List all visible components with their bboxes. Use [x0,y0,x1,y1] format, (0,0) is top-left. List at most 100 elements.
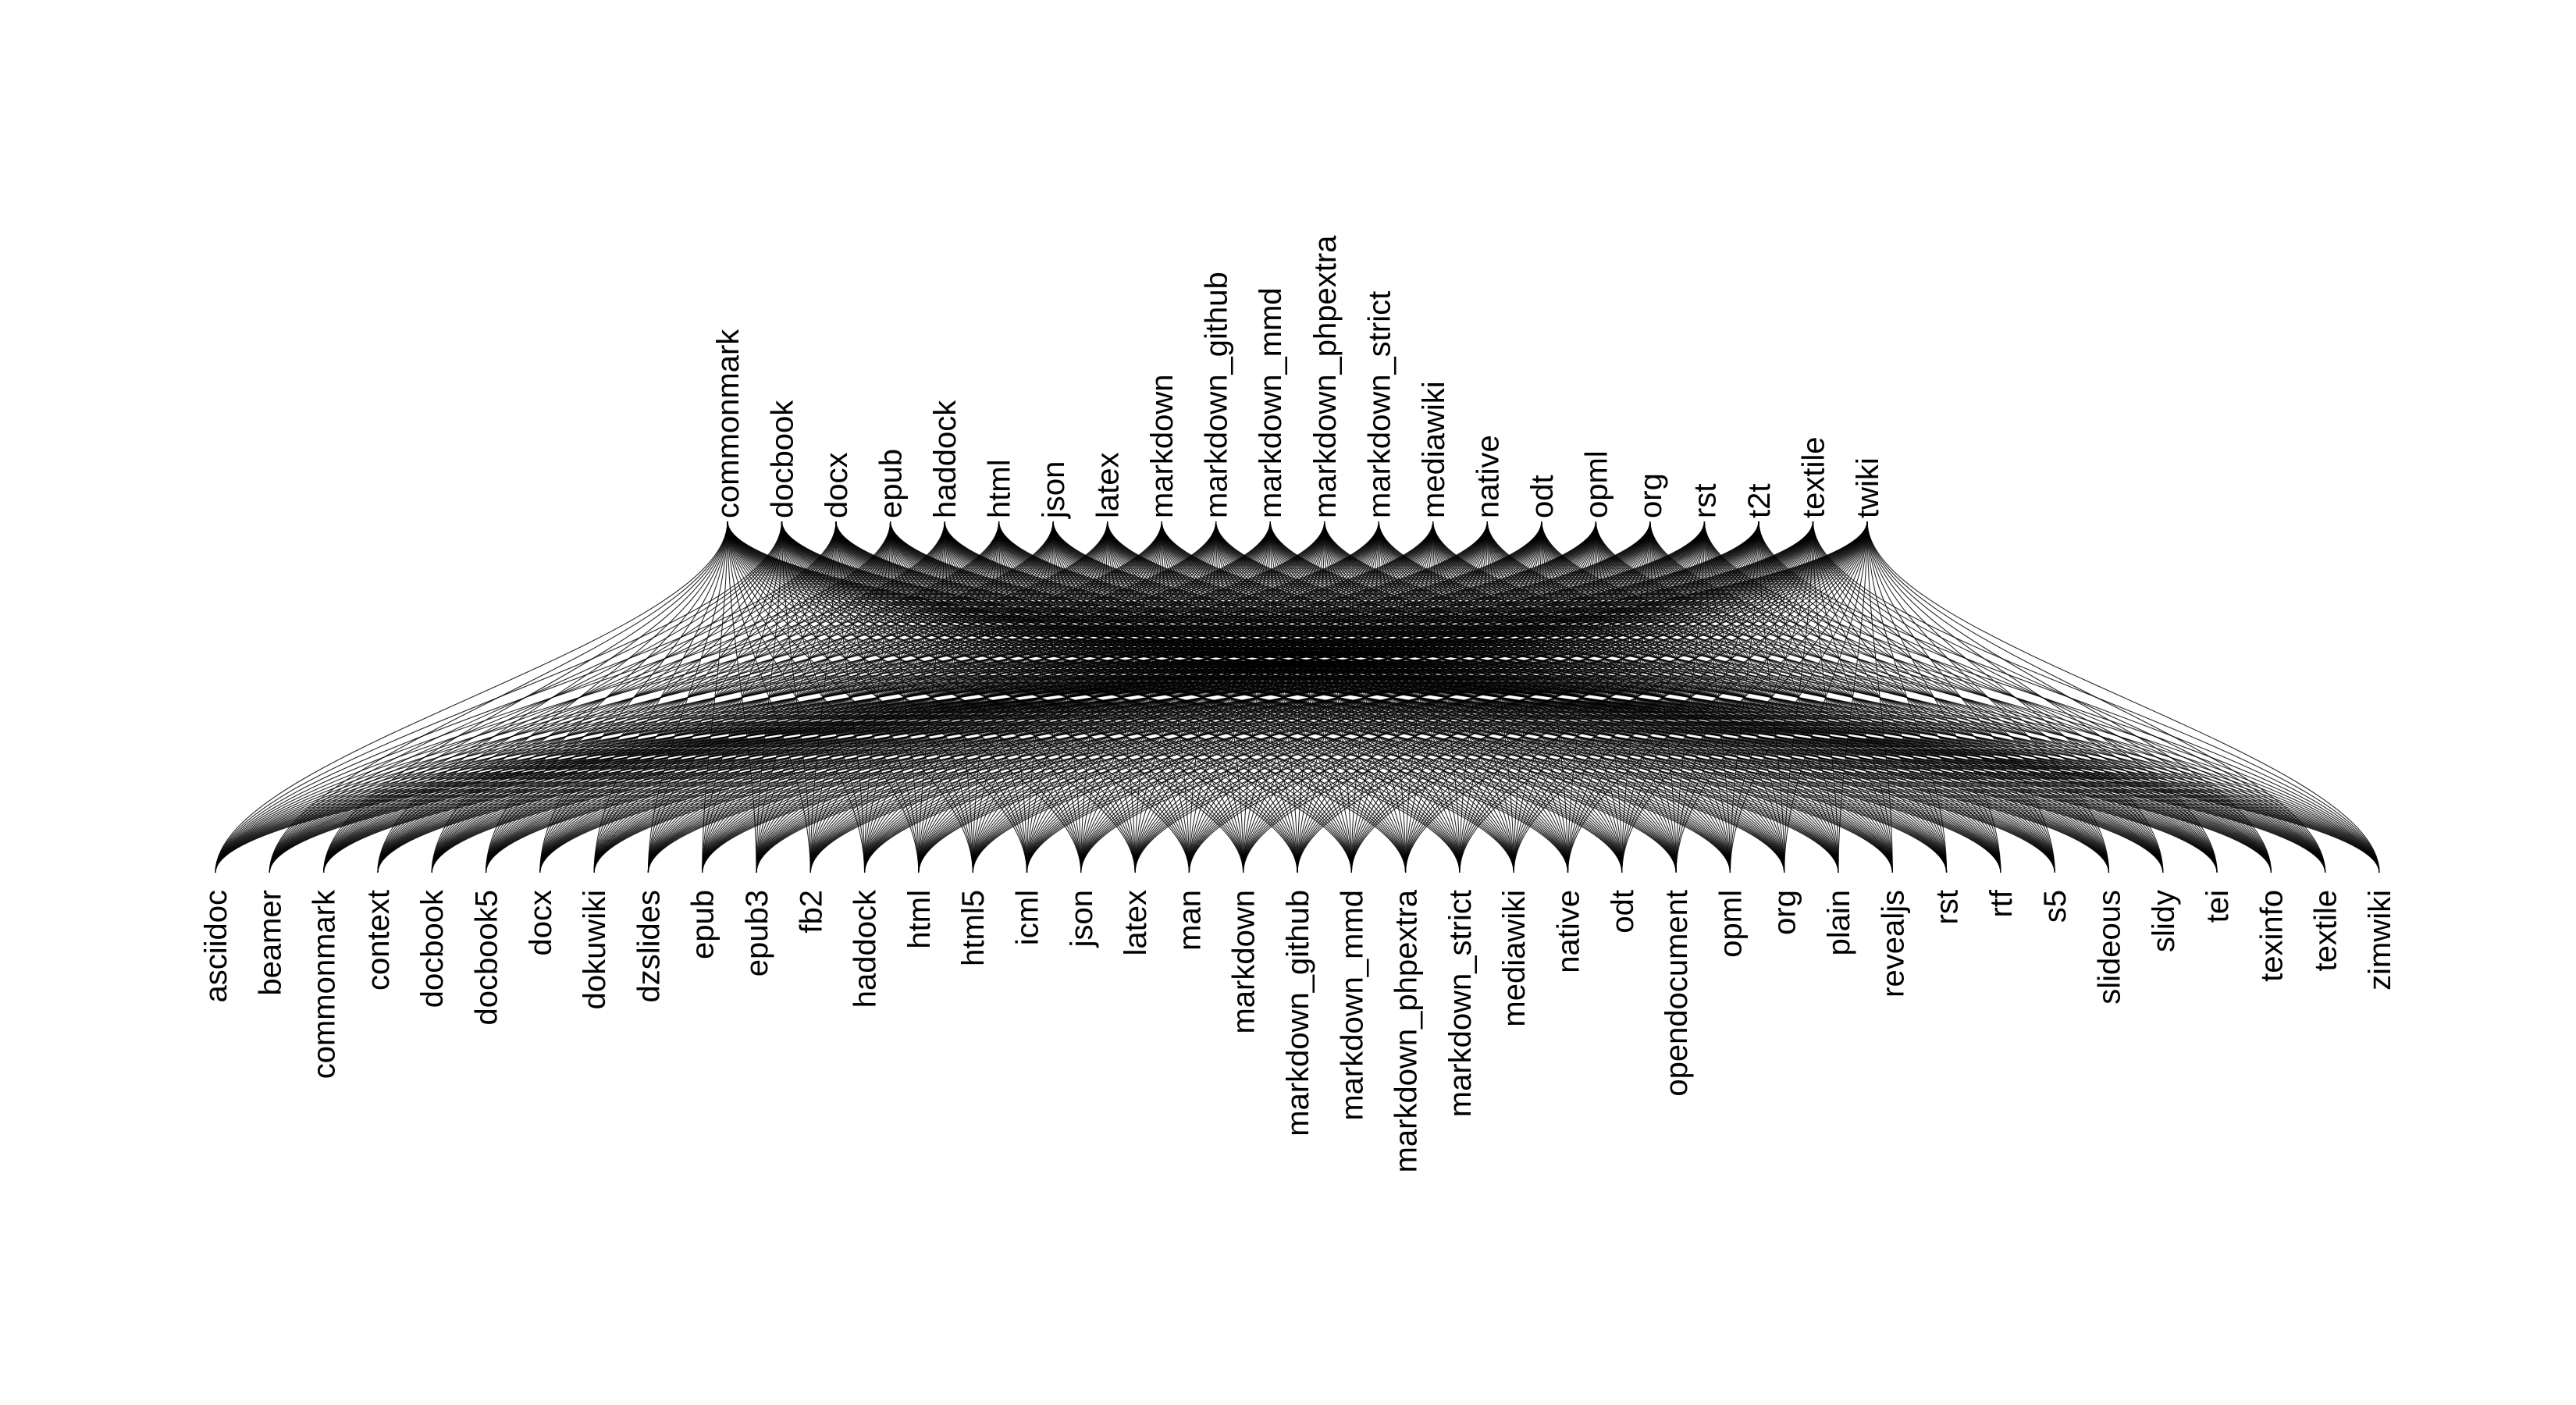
input-format-label: markdown_strict [1362,291,1397,518]
input-format-label: commonmark [711,329,745,518]
input-format-label: markdown_github [1200,272,1234,518]
input-format-label: org [1634,473,1668,518]
edge-twiki-to-org [1784,521,1868,873]
edge-twiki-to-dzslides [647,521,1868,873]
output-format-label: icml [1011,890,1045,945]
output-format-label: docbook [415,889,450,1008]
edge-t2t-to-asciidoc [215,521,1759,873]
edge-json-to-asciidoc [215,521,1054,873]
edge-markdown_github-to-asciidoc [215,521,1217,873]
edge-twiki-to-rst [1866,521,1948,873]
input-format-label: docx [820,453,854,519]
output-format-label: json [1065,890,1099,948]
edge-twiki-to-commonmark [323,521,1868,873]
edge-org-to-asciidoc [215,521,1651,873]
edge-twiki-to-html5 [972,521,1868,873]
edge-twiki-to-slidy [1866,521,2164,873]
output-format-label: revealjs [1876,890,1910,998]
output-format-label: dzslides [632,890,666,1003]
edge-commonmark-to-asciidoc [215,521,728,873]
edge-opml-to-asciidoc [215,521,1596,873]
output-format-label: docbook5 [470,890,504,1025]
output-format-label: native [1552,890,1586,973]
output-format-label: opml [1713,890,1748,958]
edge-twiki-to-revealjs [1866,521,1893,873]
edge-twiki-to-markdown_phpextra [1405,521,1868,873]
edge-twiki-to-haddock [864,521,1868,873]
edge-markdown_strict-to-asciidoc [215,521,1379,873]
input-format-label: markdown_mmd [1254,287,1288,518]
output-format-label: html [902,890,937,949]
output-format-label: markdown_phpextra [1389,889,1424,1172]
edge-twiki-to-slideous [1866,521,2110,873]
input-format-label: t2t [1742,484,1777,518]
edge-twiki-to-tei [1866,521,2218,873]
output-format-label: context [361,890,396,991]
output-format-label: textile [2309,890,2343,972]
edge-twiki-to-markdown_strict [1459,521,1868,873]
input-format-label: markdown [1145,374,1179,518]
input-format-label: twiki [1851,457,1885,518]
edge-rst-to-asciidoc [215,521,1705,873]
output-format-label: tei [2201,890,2235,923]
output-format-label: slideous [2093,890,2127,1005]
edge-epub-to-asciidoc [215,521,891,873]
input-format-label: native [1471,435,1505,518]
output-format-label: man [1172,890,1207,951]
edge-twiki-to-texinfo [1866,521,2272,873]
edge-twiki-to-asciidoc [215,521,1868,873]
edge-twiki-to-s5 [1866,521,2055,873]
edge-twiki-to-textile [1866,521,2326,873]
output-format-label: markdown_strict [1443,890,1478,1117]
edge-html-to-asciidoc [215,521,1000,873]
output-format-label: dokuwiki [578,890,612,1009]
edge-textile-to-asciidoc [215,521,1814,873]
output-format-label: fb2 [794,890,828,934]
output-format-label: epub [686,890,720,959]
edge-twiki-to-opml [1729,521,1868,873]
output-format-label: markdown_mmd [1335,890,1369,1121]
edge-twiki-to-opendocument [1675,521,1868,873]
output-format-label: opendocument [1660,890,1694,1097]
edge-twiki-to-icml [1026,521,1868,873]
edge-twiki-to-odt [1621,521,1868,873]
output-format-label: epub3 [740,890,774,976]
output-format-label: slidy [2147,890,2181,952]
edge-markdown-to-asciidoc [215,521,1162,873]
edge-docbook-to-asciidoc [215,521,783,873]
edge-twiki-to-beamer [269,521,1868,873]
edge-twiki-to-latex [1134,521,1868,873]
edge-twiki-to-json [1080,521,1868,873]
edge-twiki-to-markdown_github [1297,521,1868,873]
output-format-label: markdown [1227,890,1261,1034]
edge-twiki-to-html [918,521,1868,873]
output-format-label: html5 [956,890,991,966]
edge-latex-to-asciidoc [215,521,1108,873]
output-format-label: docx [524,890,558,956]
output-format-label: commonmark [308,889,342,1079]
edge-twiki-to-native [1567,521,1868,873]
input-format-label: odt [1525,475,1560,518]
edge-twiki-to-epub3 [756,521,1868,873]
conversion-edges [215,521,2380,873]
edge-twiki-to-zimwiki [1866,521,2380,873]
output-format-label: plain [1822,890,1856,956]
edge-mediawiki-to-asciidoc [215,521,1434,873]
output-format-label: zimwiki [2363,890,2397,991]
edge-twiki-to-fb2 [809,521,1868,873]
edge-twiki-to-docx [539,521,1868,873]
edge-twiki-to-man [1188,521,1868,873]
output-format-label: asciidoc [199,890,233,1003]
edge-twiki-to-rtf [1866,521,2001,873]
input-format-label: haddock [928,400,962,518]
input-format-label: mediawiki [1417,381,1451,518]
edge-twiki-to-docbook5 [485,521,1868,873]
output-format-label: org [1768,890,1802,935]
input-format-label: latex [1091,453,1126,519]
input-format-label: opml [1579,450,1614,518]
edge-twiki-to-markdown [1243,521,1868,873]
output-format-label: texinfo [2254,890,2289,982]
